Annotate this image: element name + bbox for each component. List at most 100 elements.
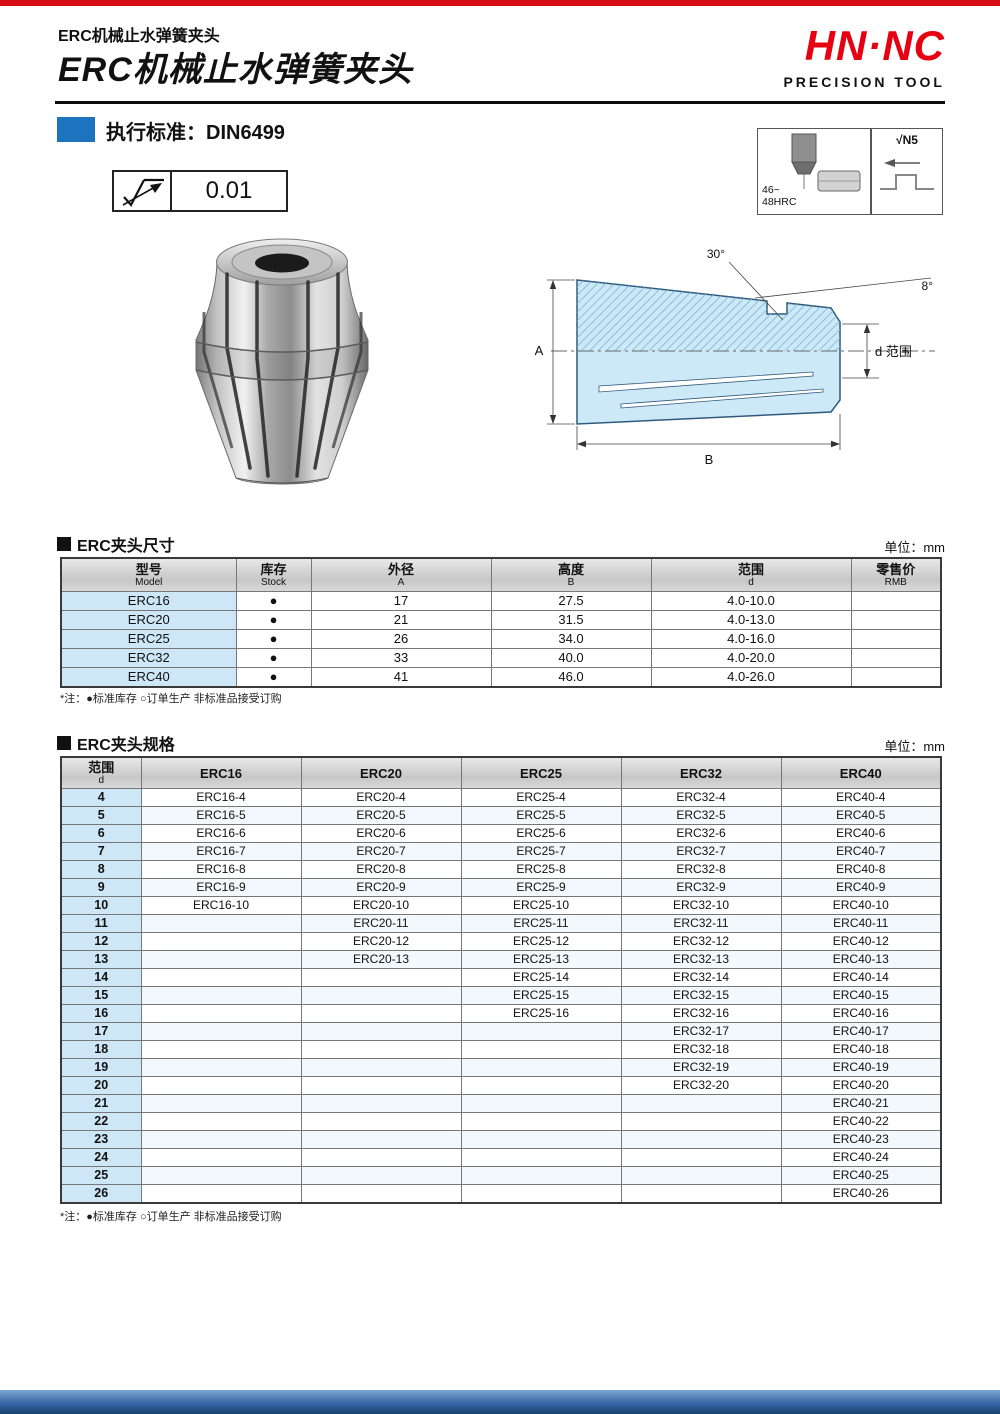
table-cell xyxy=(140,1184,302,1204)
table-cell: ERC16-8 xyxy=(140,860,302,879)
table-cell: ERC20-13 xyxy=(300,950,462,969)
column-header: ERC20 xyxy=(300,756,462,789)
table-cell: ERC40-4 xyxy=(780,788,942,807)
table-cell: ERC32-17 xyxy=(620,1022,782,1041)
dim-label-a: A xyxy=(535,343,544,358)
table-cell: ERC32-9 xyxy=(620,878,782,897)
table-cell xyxy=(460,1094,622,1113)
table-cell: 11 xyxy=(60,914,142,933)
page-title: ERC机械止水弹簧夹头 xyxy=(58,51,413,89)
table-cell: ERC40-17 xyxy=(780,1022,942,1041)
table-cell: ERC40-22 xyxy=(780,1112,942,1131)
table-cell: ERC32 xyxy=(60,648,237,668)
table-cell: ERC20-11 xyxy=(300,914,462,933)
table-cell: ERC32-12 xyxy=(620,932,782,951)
table-cell xyxy=(140,1004,302,1023)
table-cell xyxy=(460,1076,622,1095)
angle-label-8: 8° xyxy=(922,279,934,293)
section-title: ERC夹头尺寸 xyxy=(77,538,175,555)
table-cell: ERC32-8 xyxy=(620,860,782,879)
table-cell: ERC40 xyxy=(60,667,237,688)
table-cell: ● xyxy=(235,629,312,649)
table-cell: ERC40-18 xyxy=(780,1040,942,1059)
standard-accent-block xyxy=(57,117,95,142)
table-cell: 26 xyxy=(60,1184,142,1204)
table-cell: 20 xyxy=(60,1076,142,1095)
table-cell: ERC25-7 xyxy=(460,842,622,861)
table-cell: 5 xyxy=(60,806,142,825)
table-cell xyxy=(300,1094,462,1113)
table-cell: ERC32-11 xyxy=(620,914,782,933)
table-cell: ERC40-20 xyxy=(780,1076,942,1095)
table-cell: ● xyxy=(235,610,312,630)
table-cell: 21 xyxy=(310,610,492,630)
table-cell: ERC32-5 xyxy=(620,806,782,825)
hardness-spec-box: 46~ 48HRC xyxy=(757,128,871,215)
table-cell xyxy=(300,1166,462,1185)
surface-finish-value: 0.01 xyxy=(205,177,253,204)
table-cell xyxy=(140,932,302,951)
roughness-symbol-icon xyxy=(114,172,172,210)
table-cell xyxy=(460,1058,622,1077)
table-cell: ERC32-4 xyxy=(620,788,782,807)
table-cell: 17 xyxy=(310,591,492,611)
table-cell xyxy=(620,1094,782,1113)
table-cell xyxy=(850,591,942,611)
table-cell: 4 xyxy=(60,788,142,807)
table-cell: ERC40-7 xyxy=(780,842,942,861)
table-cell xyxy=(140,914,302,933)
table-cell: 4.0-26.0 xyxy=(650,667,852,688)
collet-technical-drawing: A B d 范围 30° 8° xyxy=(515,238,950,475)
column-header: ERC32 xyxy=(620,756,782,789)
column-header: ERC25 xyxy=(460,756,622,789)
table-row: 22 ERC40-22 xyxy=(60,1112,942,1131)
table-cell xyxy=(300,986,462,1005)
table-cell: ERC32-7 xyxy=(620,842,782,861)
table-cell: ERC25-13 xyxy=(460,950,622,969)
brand-logo: HN·NC xyxy=(804,22,945,69)
table-cell: 34.0 xyxy=(490,629,652,649)
table-cell: ERC20-8 xyxy=(300,860,462,879)
table-cell: ERC32-18 xyxy=(620,1040,782,1059)
table-cell xyxy=(300,1040,462,1059)
table-cell xyxy=(850,629,942,649)
header-divider xyxy=(55,101,945,104)
table-cell: 23 xyxy=(60,1130,142,1149)
roughness-diagram-icon xyxy=(880,159,934,190)
table-cell xyxy=(460,1040,622,1059)
table-cell: ERC20-12 xyxy=(300,932,462,951)
grinding-tool-icon xyxy=(791,133,861,192)
table-cell: ERC40-16 xyxy=(780,1004,942,1023)
table-cell: 10 xyxy=(60,896,142,915)
table-cell xyxy=(460,1022,622,1041)
table-cell: 4.0-16.0 xyxy=(650,629,852,649)
table-cell: 22 xyxy=(60,1112,142,1131)
table-cell: ERC20-5 xyxy=(300,806,462,825)
table-cell: ERC32-14 xyxy=(620,968,782,987)
column-header: ERC16 xyxy=(140,756,302,789)
table-cell: ERC32-10 xyxy=(620,896,782,915)
table-cell: ERC25-8 xyxy=(460,860,622,879)
section-dimensions: ERC夹头尺寸 xyxy=(57,532,175,556)
table-cell: 9 xyxy=(60,878,142,897)
table-cell xyxy=(620,1148,782,1167)
table-cell: 6 xyxy=(60,824,142,843)
table-cell: 33 xyxy=(310,648,492,668)
unit-label: 单位：mm xyxy=(884,739,945,754)
table-cell: 16 xyxy=(60,1004,142,1023)
